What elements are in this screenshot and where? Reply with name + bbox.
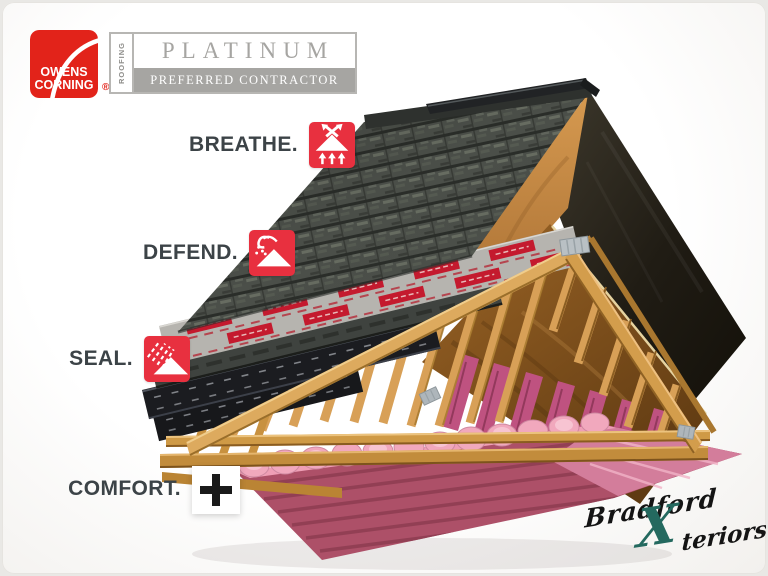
xteriors-word: teriors bbox=[681, 515, 766, 557]
badge-roofing-strip: ROOFING bbox=[111, 34, 134, 92]
platinum-preferred-contractor-badge: ROOFING PLATINUM PREFERRED CONTRACTOR bbox=[109, 32, 357, 94]
label-defend: DEFEND. bbox=[118, 230, 295, 276]
ridge-vent bbox=[426, 78, 600, 114]
owens-corning-logo: OWENS CORNING ® bbox=[30, 30, 116, 100]
owens-corning-mark: OWENS CORNING bbox=[30, 30, 98, 98]
registered-mark: ® bbox=[102, 82, 110, 93]
rain-barrier-roof-icon bbox=[144, 336, 190, 382]
bottom-chord-beams bbox=[159, 430, 711, 498]
bradford-x-letter: X bbox=[635, 492, 679, 561]
gable-truss bbox=[186, 246, 702, 456]
label-comfort: COMFORT. bbox=[57, 466, 240, 514]
plus-insulation-icon bbox=[192, 466, 240, 514]
oc-line2: CORNING bbox=[34, 78, 93, 92]
metal-connector-plates bbox=[418, 235, 696, 440]
oc-line1: OWENS bbox=[40, 65, 87, 79]
label-breathe: BREATHE. bbox=[178, 122, 355, 168]
badge-subtitle: PREFERRED CONTRACTOR bbox=[134, 68, 355, 92]
ridge-vent-airflow-icon bbox=[309, 122, 355, 168]
back-roof-slope bbox=[554, 86, 746, 454]
comfort-text: COMFORT. bbox=[68, 477, 181, 500]
defend-text: DEFEND. bbox=[143, 241, 238, 264]
label-seal: SEAL. bbox=[13, 336, 190, 382]
badge-vertical-text: ROOFING bbox=[117, 42, 126, 84]
seal-text: SEAL. bbox=[69, 347, 133, 370]
breathe-text: BREATHE. bbox=[189, 133, 298, 156]
storm-wind-roof-icon bbox=[249, 230, 295, 276]
badge-title: PLATINUM bbox=[134, 34, 355, 68]
